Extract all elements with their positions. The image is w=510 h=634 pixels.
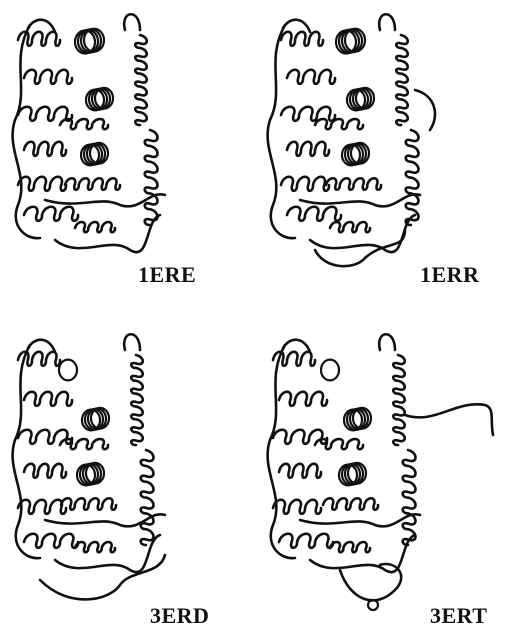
helix-segment: [18, 500, 66, 514]
loop-segment: [310, 215, 415, 252]
structure-panel-3erd: 3ERD: [0, 320, 255, 634]
helix-segment: [403, 450, 416, 545]
helix-segment: [18, 430, 72, 444]
helix-end-view: [321, 360, 339, 381]
helix-segment: [323, 498, 378, 509]
helix-segment: [24, 464, 66, 478]
helix-segment: [330, 542, 370, 552]
loop-segment: [283, 340, 310, 352]
loop-segment: [45, 194, 165, 206]
helix-segment: [24, 392, 72, 406]
helix-segment: [326, 178, 381, 189]
helix-segment: [65, 178, 120, 189]
protein-ribbon-diagram-1ere: [0, 0, 255, 300]
loop-segment: [55, 535, 160, 572]
helix-segment: [315, 119, 363, 129]
helix-segment: [330, 222, 370, 232]
helix-segment: [131, 355, 142, 445]
helix-segment: [75, 222, 115, 232]
structure-panel-1ere: 1ERE: [0, 0, 255, 300]
structure-panel-3ert: 3ERT: [255, 320, 510, 634]
loop-segment: [268, 345, 295, 558]
helix-segment: [145, 130, 158, 225]
helix-segment: [287, 70, 335, 84]
helix-segment: [24, 207, 78, 221]
helix-segment: [24, 142, 66, 156]
helix-segment: [396, 35, 407, 125]
loop-segment: [415, 90, 435, 130]
helix-segment: [281, 107, 335, 121]
loop-segment: [405, 404, 493, 435]
protein-ribbon-diagram-3ert: [255, 320, 510, 634]
structure-label-3ert: 3ERT: [430, 603, 487, 629]
helix-segment: [273, 500, 321, 514]
protein-ribbon-diagram-1err: [255, 0, 510, 300]
loop-segment: [13, 345, 40, 558]
helix-segment: [135, 35, 146, 125]
loop-segment: [340, 564, 401, 600]
helix-segment: [141, 450, 154, 545]
helix-segment: [281, 32, 323, 46]
structure-label-1err: 1ERR: [420, 262, 479, 288]
helix-segment: [24, 70, 72, 84]
loop-segment: [28, 340, 55, 352]
helix-segment: [287, 207, 341, 221]
loop-segment: [379, 14, 395, 30]
structure-label-1ere: 1ERE: [138, 262, 196, 288]
helix-segment: [279, 464, 321, 478]
loop-segment: [124, 14, 140, 30]
loop-segment: [268, 25, 295, 238]
loop-segment: [310, 535, 415, 572]
helix-segment: [279, 392, 327, 406]
helix-segment: [61, 498, 116, 509]
protein-ribbon-diagram-3erd: [0, 320, 255, 634]
helix-segment: [287, 142, 329, 156]
helix-end-view: [59, 360, 77, 381]
structure-panel-1err: 1ERR: [255, 0, 510, 300]
loop-segment: [124, 334, 140, 350]
helix-segment: [406, 130, 419, 225]
helix-segment: [393, 355, 404, 445]
loop-segment: [300, 194, 420, 206]
helix-segment: [75, 542, 115, 552]
helix-segment: [281, 177, 329, 191]
helix-segment: [18, 177, 66, 191]
loop-segment: [283, 20, 310, 32]
helix-segment: [24, 534, 78, 548]
helix-segment: [273, 430, 327, 444]
structure-label-3erd: 3ERD: [150, 603, 209, 629]
loop-segment: [379, 334, 395, 350]
helix-segment: [279, 534, 333, 548]
loop-segment: [28, 20, 55, 32]
